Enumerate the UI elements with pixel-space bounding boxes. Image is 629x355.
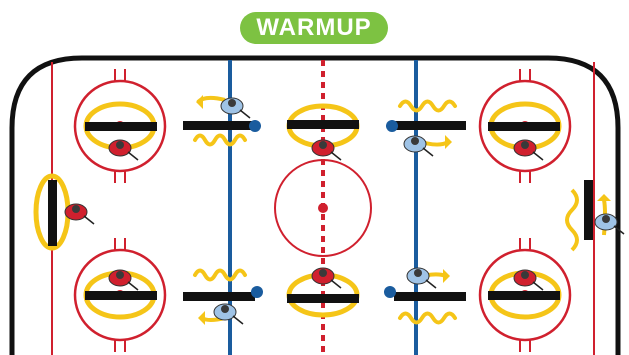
player-helmet (319, 141, 327, 149)
hockey-stick-icon (532, 281, 544, 291)
player-helmet (116, 141, 124, 149)
player-helmet (411, 137, 419, 145)
player-bottom-left-faceoff-circle (108, 269, 139, 291)
player-bottom-right-faceoff-circle (513, 269, 544, 291)
station-bar (287, 120, 359, 129)
player-top-left-blueline (220, 97, 251, 119)
player-left-goal (64, 203, 95, 225)
hockey-stick-icon (330, 279, 342, 289)
arrow-path-head (198, 311, 205, 325)
hockey-stick-icon (83, 215, 95, 225)
player-top-right-blueline (403, 135, 434, 157)
title-badge: WARMUP (240, 12, 388, 44)
station-bar (287, 294, 359, 303)
squiggle-path (193, 268, 247, 282)
station-bar (394, 121, 466, 130)
station-bar (394, 292, 466, 301)
puck-marker (384, 286, 396, 298)
station-bar (183, 292, 255, 301)
player-helmet (72, 205, 80, 213)
squiggle-path (193, 133, 247, 147)
rink-boards (9, 55, 621, 355)
arrow-path-head (443, 269, 450, 283)
player-helmet (319, 269, 327, 277)
player-top-left-faceoff-circle (108, 139, 139, 161)
arrow-path-head (196, 95, 203, 109)
puck-marker (386, 120, 398, 132)
arrow-path-head (597, 194, 611, 201)
player-bottom-left-blueline (213, 303, 244, 325)
player-helmet (602, 215, 610, 223)
squiggle-path (398, 99, 457, 113)
hockey-stick-icon (239, 109, 251, 119)
center-circle (274, 159, 372, 257)
hockey-stick-icon (232, 315, 244, 325)
station-bar (584, 180, 593, 240)
puck-marker (249, 120, 261, 132)
player-helmet (521, 141, 529, 149)
player-helmet (116, 271, 124, 279)
station-bar (48, 180, 57, 246)
hockey-stick-icon (613, 225, 625, 235)
player-helmet (221, 305, 229, 313)
arrow-path-head (445, 135, 452, 149)
player-bottom-right-blueline (406, 267, 437, 289)
player-helmet (414, 269, 422, 277)
title-text: WARMUP (256, 14, 372, 41)
squiggle-path (398, 311, 457, 325)
faceoff-circle (478, 79, 572, 173)
player-top-right-faceoff-circle (513, 139, 544, 161)
player-helmet (521, 271, 529, 279)
faceoff-circle (73, 79, 167, 173)
puck-marker (251, 286, 263, 298)
station-bar (85, 122, 157, 131)
hockey-stick-icon (425, 279, 437, 289)
player-right-goal (594, 213, 625, 235)
squiggle-path (565, 188, 579, 252)
faceoff-circle (478, 248, 572, 342)
station-bar (488, 122, 560, 131)
station-bar (85, 291, 157, 300)
players (64, 97, 625, 325)
center-dot (318, 203, 328, 213)
station-bar (183, 121, 255, 130)
station-bars (48, 120, 593, 303)
hockey-stick-icon (422, 147, 434, 157)
faceoff-circle (73, 248, 167, 342)
player-helmet (228, 99, 236, 107)
hockey-stick-icon (127, 151, 139, 161)
hockey-stick-icon (330, 151, 342, 161)
player-top-center (311, 139, 342, 161)
hockey-stick-icon (127, 281, 139, 291)
station-bar (488, 291, 560, 300)
hockey-stick-icon (532, 151, 544, 161)
player-bottom-center (311, 267, 342, 289)
